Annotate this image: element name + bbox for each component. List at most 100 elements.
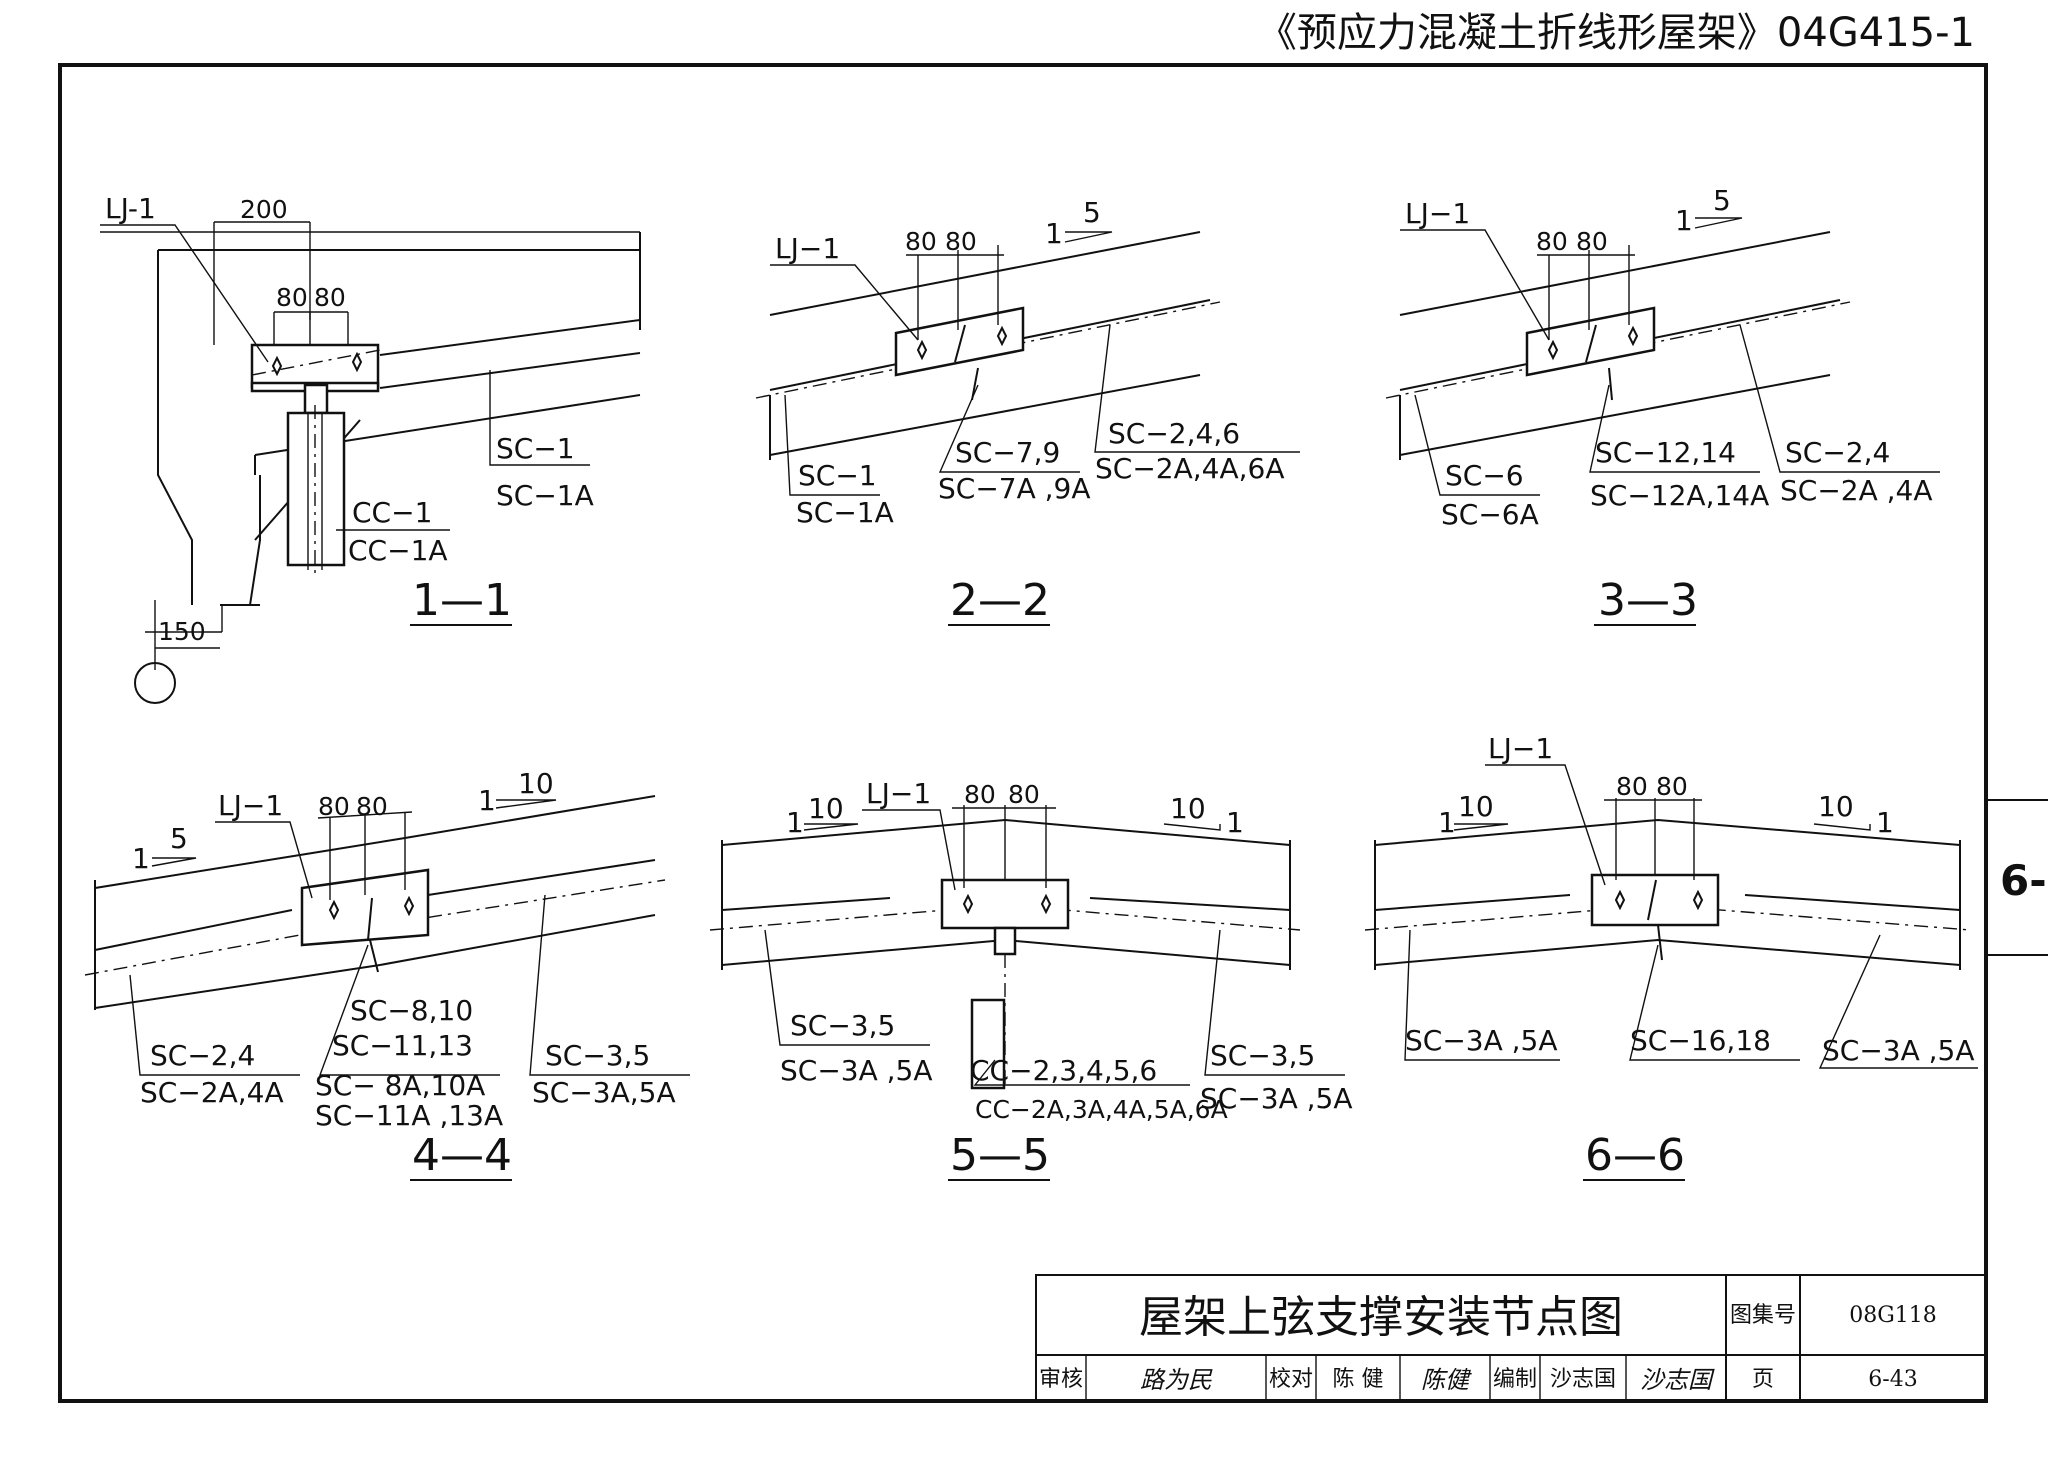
s1-dim-80a: 80 [276, 283, 308, 312]
s3-mid-bot: SC−12A,14A [1590, 479, 1769, 512]
compile-label: 编制 [1493, 1367, 1537, 1392]
compile-signature: 沙志国 [1640, 1366, 1715, 1394]
s2-title: 2—2 [950, 575, 1050, 626]
s4-mid-4: SC−11A ,13A [315, 1099, 503, 1132]
s4-slope-r-10: 10 [518, 767, 554, 800]
s4-slope-l-1: 1 [132, 842, 150, 875]
s4-right-bot: SC−3A,5A [532, 1076, 676, 1109]
side-tab-label: 6- [2000, 856, 2047, 905]
section-3-3: 80 80 1 5 LJ−1 SC−6 SC−6A SC−12,14 SC−12… [1385, 184, 1940, 626]
s6-slope-l-1: 1 [1438, 806, 1456, 839]
drawing-frame [58, 63, 1988, 1403]
s6-lj-label: LJ−1 [1488, 732, 1553, 765]
s2-mid-bot: SC−7A ,9A [938, 472, 1091, 505]
s5-title: 5—5 [950, 1130, 1050, 1181]
s4-right-top: SC−3,5 [545, 1039, 650, 1072]
s4-slope-l-5: 5 [170, 822, 188, 855]
atlas-number: 08G118 [1849, 1303, 1937, 1328]
s4-left-bot: SC−2A,4A [140, 1076, 284, 1109]
s3-dim-80b: 80 [1576, 227, 1608, 256]
s5-cc-bot: CC−2A,3A,4A,5A,6A [975, 1095, 1228, 1124]
s3-slope-5: 5 [1713, 184, 1731, 217]
s4-mid-2: SC−11,13 [332, 1029, 473, 1062]
s5-left-top: SC−3,5 [790, 1009, 895, 1042]
s6-slope-l-10: 10 [1458, 790, 1494, 823]
page-number: 6-43 [1868, 1367, 1917, 1392]
s4-dim-80a: 80 [318, 792, 350, 821]
s1-dim-150: 150 [158, 617, 206, 646]
drawing-title: 屋架上弦支撑安装节点图 [1139, 1292, 1623, 1343]
s1-lj-label: LJ-1 [105, 192, 156, 225]
s5-dim-80b: 80 [1008, 780, 1040, 809]
s6-title: 6—6 [1585, 1130, 1685, 1181]
connection-plate-lj1 [300, 868, 430, 947]
s1-dim-200: 200 [240, 195, 288, 224]
s2-lj-label: LJ−1 [775, 232, 840, 265]
s2-dim-80a: 80 [905, 227, 937, 256]
side-tab: 6- [1986, 799, 2048, 956]
s6-dim-80a: 80 [1616, 772, 1648, 801]
s1-sc-bot: SC−1A [496, 479, 594, 512]
section-4-4: 80 80 1 5 1 10 LJ−1 SC−2,4 SC−2A,4A SC−8… [84, 767, 690, 1181]
s5-slope-l-1: 1 [786, 806, 804, 839]
s6-mid: SC−16,18 [1630, 1024, 1771, 1057]
s1-dim-80b: 80 [314, 283, 346, 312]
s2-dim-80b: 80 [945, 227, 977, 256]
s3-lj-label: LJ−1 [1405, 197, 1470, 230]
s3-dim-80a: 80 [1536, 227, 1568, 256]
s5-dim-80a: 80 [964, 780, 996, 809]
s4-mid-1: SC−8,10 [350, 994, 473, 1027]
s1-title: 1—1 [412, 575, 512, 626]
s6-slope-r-10: 10 [1818, 790, 1854, 823]
section-5-5: 80 80 1 10 10 1 LJ−1 SC−3,5 SC−3A ,5A CC… [709, 777, 1353, 1181]
s4-left-top: SC−2,4 [150, 1039, 255, 1072]
s5-left-bot: SC−3A ,5A [780, 1054, 933, 1087]
series-title: 《预应力混凝土折线形屋架》04G415-1 [1257, 10, 1975, 56]
s4-lj-label: LJ−1 [218, 789, 283, 822]
s3-right-top: SC−2,4 [1785, 436, 1890, 469]
s2-right-top: SC−2,4,6 [1108, 417, 1240, 450]
s2-left-top: SC−1 [798, 459, 877, 492]
s3-slope-1: 1 [1675, 204, 1693, 237]
s2-slope-5: 5 [1083, 196, 1101, 229]
s2-right-bot: SC−2A,4A,6A [1095, 452, 1285, 485]
atlas-label: 图集号 [1730, 1303, 1796, 1328]
s2-slope-1: 1 [1045, 217, 1063, 250]
s6-right: SC−3A ,5A [1822, 1034, 1975, 1067]
s5-slope-r-10: 10 [1170, 792, 1206, 825]
compile-name: 沙志国 [1550, 1367, 1616, 1392]
title-block: 屋架上弦支撑安装节点图 图集号 08G118 页 6-43 审核 路为民 校对 … [1035, 1274, 1987, 1402]
s5-slope-r-1: 1 [1226, 806, 1244, 839]
page-label: 页 [1752, 1367, 1774, 1392]
s5-lj-label: LJ−1 [866, 777, 931, 810]
s5-slope-l-10: 10 [808, 792, 844, 825]
review-label: 审核 [1039, 1367, 1083, 1392]
section-6-6: 80 80 1 10 10 1 LJ−1 SC−3A ,5A SC−16,18 … [1364, 732, 1978, 1181]
s1-cc-bot: CC−1A [348, 534, 448, 567]
section-2-2: 80 80 1 5 LJ−1 SC−1 SC−1A SC−7,9 SC−7A ,… [755, 196, 1300, 626]
s6-slope-r-1: 1 [1876, 806, 1894, 839]
s3-title: 3—3 [1598, 575, 1698, 626]
connection-plate-lj1 [894, 306, 1025, 377]
check-signature: 陈健 [1421, 1366, 1472, 1394]
check-label: 校对 [1269, 1367, 1313, 1392]
s1-sc-top: SC−1 [496, 432, 575, 465]
s5-right-top: SC−3,5 [1210, 1039, 1315, 1072]
s4-mid-3: SC− 8A,10A [315, 1069, 485, 1102]
s6-dim-80b: 80 [1656, 772, 1688, 801]
s4-slope-r-1: 1 [478, 784, 496, 817]
s4-title: 4—4 [412, 1130, 512, 1181]
s2-left-bot: SC−1A [796, 496, 894, 529]
section-1-1: 200 80 80 150 LJ-1 SC−1 SC−1A CC−1 CC−1A… [100, 192, 641, 704]
s3-left-bot: SC−6A [1441, 498, 1539, 531]
s5-right-bot: SC−3A ,5A [1200, 1082, 1353, 1115]
s2-mid-top: SC−7,9 [955, 436, 1060, 469]
review-signature: 路为民 [1140, 1366, 1213, 1394]
check-name: 陈 健 [1333, 1367, 1384, 1392]
s6-left: SC−3A ,5A [1405, 1024, 1558, 1057]
s3-left-top: SC−6 [1445, 459, 1524, 492]
s5-cc-top: CC−2,3,4,5,6 [970, 1054, 1157, 1087]
s3-mid-top: SC−12,14 [1595, 436, 1736, 469]
s4-dim-80b: 80 [356, 792, 388, 821]
